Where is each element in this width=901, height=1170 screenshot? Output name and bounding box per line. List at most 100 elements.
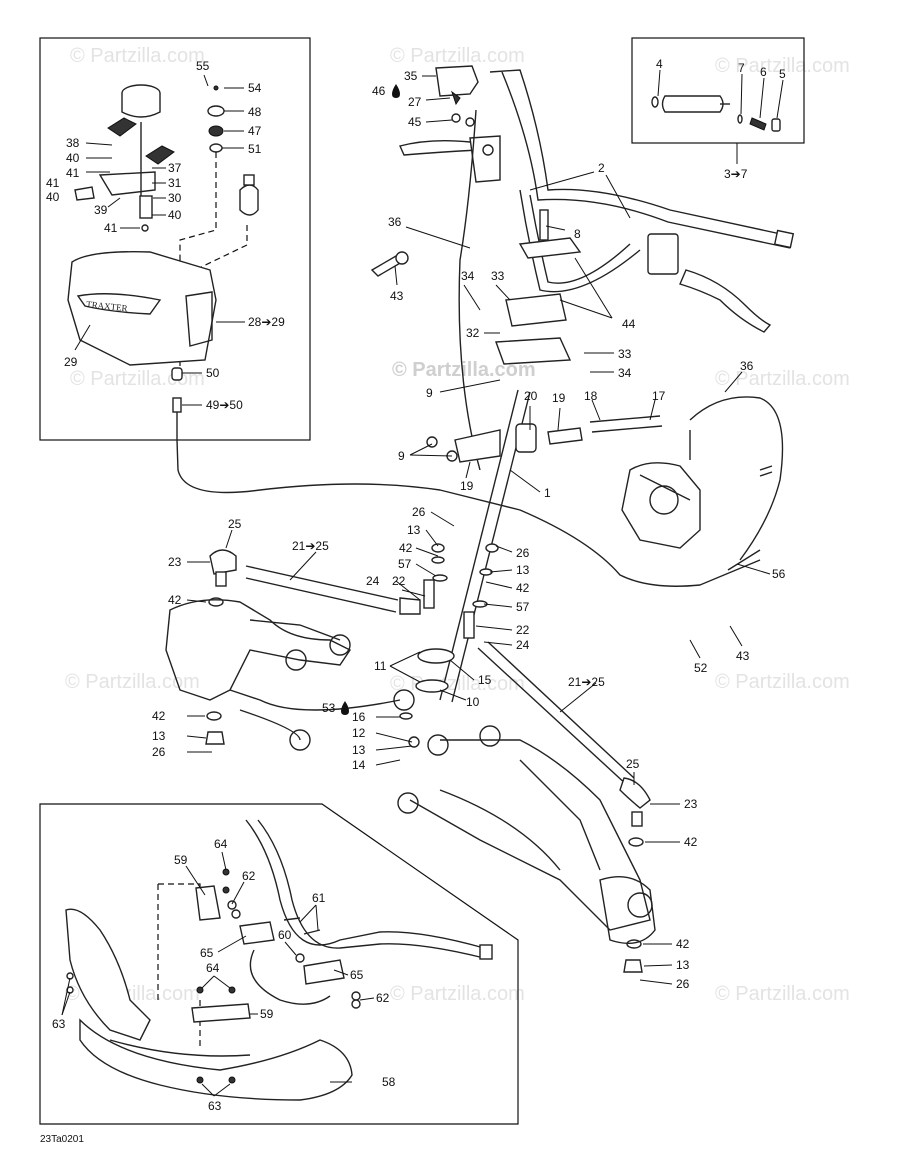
- callout: 33: [491, 269, 505, 283]
- sealant-drop-icon: [392, 84, 400, 98]
- callout: 45: [408, 115, 422, 129]
- callout: 15: [478, 673, 492, 687]
- callout: 8: [574, 227, 581, 241]
- callout: 13: [152, 729, 166, 743]
- callout: 13: [516, 563, 530, 577]
- watermark: © Partzilla.com: [715, 55, 850, 77]
- callout: 19: [460, 479, 474, 493]
- callout: 65: [350, 968, 364, 982]
- callout: 43: [736, 649, 750, 663]
- callout: 50: [206, 366, 220, 380]
- callout: 63: [208, 1099, 222, 1113]
- callout: 47: [248, 124, 262, 138]
- callout: 48: [248, 105, 262, 119]
- callout: 36: [740, 359, 754, 373]
- callout: 42: [684, 835, 698, 849]
- callout: 44: [622, 317, 636, 331]
- callout: 9: [398, 449, 405, 463]
- handlebar-assembly: [370, 65, 795, 703]
- callout: 10: [466, 695, 480, 709]
- callout: 17: [652, 389, 666, 403]
- callout: 49➔50: [206, 398, 243, 412]
- callout: 52: [694, 661, 708, 675]
- callout: 54: [248, 81, 262, 95]
- callout: 56: [772, 567, 786, 581]
- center-watermark: © Partzilla.com: [392, 359, 536, 381]
- callout: 24: [366, 574, 380, 588]
- leader-lines: [61, 75, 771, 1097]
- callout: 37: [168, 161, 182, 175]
- callout: 3➔7: [724, 167, 748, 181]
- callout: 33: [618, 347, 632, 361]
- callout: 1: [544, 486, 551, 500]
- callout: 34: [461, 269, 475, 283]
- callout: 22: [516, 623, 530, 637]
- callout: 40: [168, 208, 182, 222]
- callout: 42: [399, 541, 413, 555]
- watermark: © Partzilla.com: [390, 45, 525, 67]
- callout: 22: [392, 574, 406, 588]
- callout: 38: [66, 136, 80, 150]
- callout: 64: [206, 961, 220, 975]
- callout: 62: [376, 991, 390, 1005]
- callout: 26: [412, 505, 426, 519]
- callout: 46: [372, 84, 386, 98]
- callout: 59: [174, 853, 188, 867]
- watermark: © Partzilla.com: [70, 45, 205, 67]
- callout: 12: [352, 726, 366, 740]
- callout: 41: [66, 166, 80, 180]
- callout: 16: [352, 710, 366, 724]
- callout: 13: [352, 743, 366, 757]
- callout: 23: [684, 797, 698, 811]
- callout: 63: [52, 1017, 66, 1031]
- callout: 5: [779, 67, 786, 81]
- callout: 13: [407, 523, 421, 537]
- callout: 26: [676, 977, 690, 991]
- callout: 53: [322, 701, 336, 715]
- callout: 42: [676, 937, 690, 951]
- watermark: © Partzilla.com: [70, 368, 205, 390]
- callout: 11: [374, 659, 387, 673]
- watermark: © Partzilla.com: [715, 671, 850, 693]
- callout: 51: [248, 142, 262, 156]
- callout: 58: [382, 1075, 396, 1089]
- callout: 7: [738, 61, 745, 75]
- callout: 4: [656, 57, 663, 71]
- callout: 40: [46, 190, 60, 204]
- watermark: © Partzilla.com: [390, 983, 525, 1005]
- callout: 29: [64, 355, 78, 369]
- callout: 13: [676, 958, 690, 972]
- callout: 42: [152, 709, 166, 723]
- figure-code: 23Ta0201: [40, 1134, 84, 1145]
- watermark: © Partzilla.com: [715, 368, 850, 390]
- callout: 20: [524, 389, 538, 403]
- sealant-drop-icon: [341, 701, 349, 715]
- throttle-cable: [176, 439, 761, 587]
- watermark: © Partzilla.com: [715, 983, 850, 1005]
- callout: 21➔25: [568, 675, 605, 689]
- suspension-frame: [165, 599, 656, 944]
- callout: 65: [200, 946, 214, 960]
- callout: 26: [152, 745, 166, 759]
- inset-handguards: [39, 803, 519, 1125]
- callout: 57: [516, 600, 530, 614]
- callout: 61: [312, 891, 326, 905]
- callout: 43: [390, 289, 404, 303]
- callout: 19: [552, 391, 566, 405]
- callout: 42: [516, 581, 530, 595]
- callout: 41: [46, 176, 60, 190]
- callout: 41: [104, 221, 118, 235]
- callout: 25: [228, 517, 242, 531]
- inset-throttle-assembly: TRAXTER: [39, 37, 311, 441]
- svg-text:TRAXTER: TRAXTER: [86, 299, 128, 313]
- callout: 14: [352, 758, 366, 772]
- callout: 9: [426, 386, 433, 400]
- inset-grip: [631, 37, 805, 164]
- callout: 55: [196, 59, 210, 73]
- callout: 42: [168, 593, 182, 607]
- callout: 23: [168, 555, 182, 569]
- callout: 40: [66, 151, 80, 165]
- callout: 6: [760, 65, 767, 79]
- callout: 39: [94, 203, 108, 217]
